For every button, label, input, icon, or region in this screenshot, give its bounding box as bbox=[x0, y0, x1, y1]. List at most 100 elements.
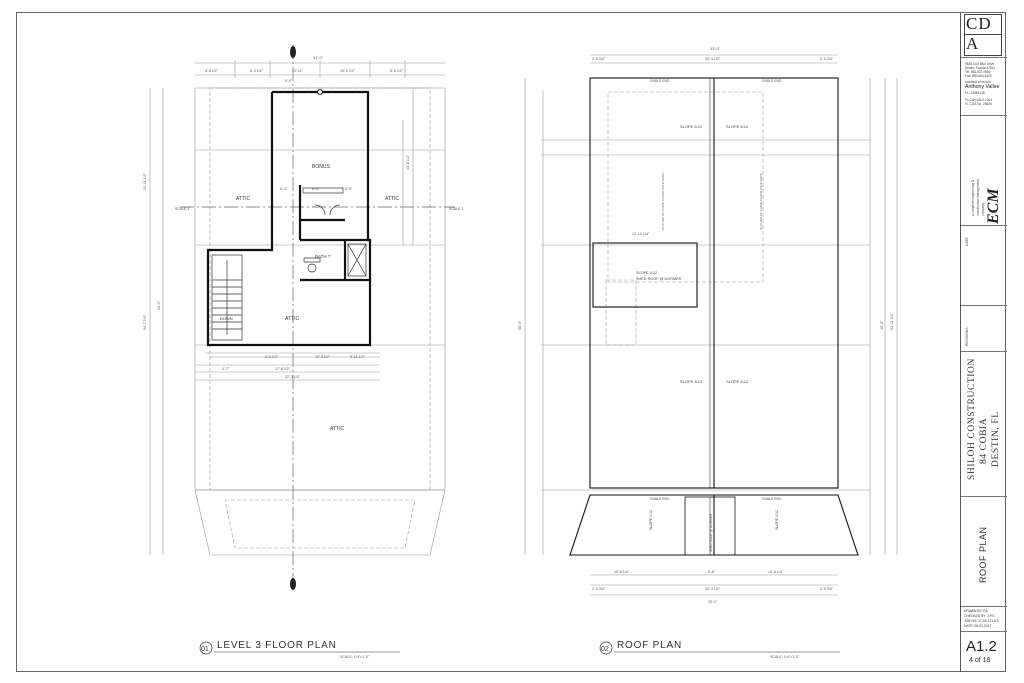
slope-low-right: SLOPE 4:12 bbox=[775, 510, 779, 530]
roof-dim-dormer: 12'-10 1/4" bbox=[632, 232, 650, 236]
view-title-level3: 01 LEVEL 3 FLOOR PLAN SCALE: 1/4"=1'-0" bbox=[199, 640, 400, 659]
dim-3: 10'-11" bbox=[292, 69, 304, 73]
view-number-1: 01 bbox=[201, 646, 209, 653]
firm-logo: CD A bbox=[961, 12, 1007, 58]
gable-end-top-left: GABLE END bbox=[650, 79, 670, 83]
corp-license: FL Corp AB-0.2314 bbox=[965, 98, 993, 102]
project-city: DESTIN, FL bbox=[991, 411, 1001, 467]
dim-13: 4'-7" bbox=[222, 367, 230, 371]
dim-1: 8'-6 1/2" bbox=[205, 69, 219, 73]
attic-label-3: ATTIC bbox=[285, 316, 299, 322]
view-number-circle-1 bbox=[199, 641, 213, 655]
shed-dormer-bottom: SHED ROOF @ DORMER bbox=[709, 513, 713, 552]
slope-low-left: SLOPE 4:12 bbox=[649, 510, 653, 530]
slope-label-4: SLOPE 8:12 bbox=[726, 379, 749, 384]
roof-dim-overall-bottom: 33'-0" bbox=[708, 600, 718, 604]
dim-6: 6'-0" bbox=[285, 79, 293, 83]
roof-dim-h3: 40'-0" bbox=[880, 320, 884, 330]
drawing-meta: DRAWN BY: EA CHECKED BY: J.P.E. JOB NO: … bbox=[961, 607, 1007, 632]
sheet-title: ROOF PLAN bbox=[978, 526, 988, 583]
view-title-roof: 02 ROOF PLAN SCALE: 1/4"=1'-0" bbox=[599, 640, 840, 659]
roof-dim-h1: 58'-0" bbox=[518, 320, 522, 330]
dim-14: 17'-8 1/2" bbox=[275, 367, 291, 371]
coa-license: FL COA No. 28625 bbox=[965, 102, 992, 106]
room-label-bath: BATH 7 bbox=[315, 254, 331, 259]
roof-dim-b2: 5'-6" bbox=[708, 570, 716, 574]
dim-2: 6'-3 1/2" bbox=[250, 69, 264, 73]
ridge-note-2: OUTLINE OF THIRD FLOOR FACE ROOF bbox=[759, 173, 763, 230]
dim-15: 22'-3 1/2" bbox=[285, 375, 301, 379]
firm-info: 9636 Gulf Blvd Drive Destin, Florida 325… bbox=[961, 58, 1007, 116]
engineer-block: a complete engineering & construction ma… bbox=[961, 116, 1007, 226]
attic-label-1: ATTIC bbox=[236, 196, 250, 202]
view-number-2: 02 bbox=[601, 646, 609, 653]
gable-end-bottom-left: GABLE END bbox=[650, 497, 670, 501]
slope-label-1: SLOPE 8:12 bbox=[680, 124, 703, 129]
project-client: SHILOH CONSTRUCTION bbox=[967, 358, 977, 480]
view-scale-2: SCALE: 1/4"=1'-0" bbox=[770, 655, 800, 659]
eng-logo: ECM bbox=[985, 188, 1002, 224]
view-title-2: ROOF PLAN bbox=[617, 640, 682, 651]
attic-label-2: ATTIC bbox=[385, 196, 399, 202]
eng-line-2: construction management bbox=[976, 179, 980, 216]
dim-5: 8'-6 1/2" bbox=[390, 69, 404, 73]
stair-label-down: DOWN bbox=[220, 316, 233, 321]
plan-drawings bbox=[149, 45, 898, 596]
section-label-right: SCALE 1 bbox=[449, 207, 463, 211]
dim-12: 5'-11 1/2" bbox=[350, 355, 366, 359]
date-label: DATE bbox=[965, 237, 969, 246]
ridge-note-1: OUTLINE OF THIRD FLOOR FACE ROOF bbox=[661, 173, 665, 230]
dim-18: 13'-8 1/2" bbox=[406, 154, 410, 170]
roof-dim-b3: 10'-8 1/4" bbox=[768, 570, 784, 574]
slope-dormer-label: SLOPE 4:12 bbox=[636, 271, 657, 275]
logo-text-bottom: A bbox=[966, 34, 979, 53]
roof-dim-b1: 10'-8 1/4" bbox=[614, 570, 630, 574]
project-block: SHILOH CONSTRUCTION 84 COBIA DESTIN, FL bbox=[961, 352, 1007, 497]
dim-10: 8'-5 1/2" bbox=[265, 355, 279, 359]
revisions-column: REVISIONS bbox=[961, 306, 1007, 352]
dim-16: 54'-7 1/4" bbox=[143, 314, 147, 330]
sheet-border bbox=[16, 12, 1006, 672]
dim-17: 21'-11 1/2" bbox=[143, 172, 147, 190]
view-number-circle-2 bbox=[599, 641, 613, 655]
date-column: DATE bbox=[961, 226, 1007, 306]
section-label-left: SCALE 1 bbox=[175, 207, 189, 211]
job-number: JOB NO: 17-04-121 A.E bbox=[964, 619, 1000, 623]
room-label-bonus: BONUS bbox=[312, 164, 330, 170]
shed-dormer-label: SHED ROOF @ DORMER bbox=[636, 277, 682, 281]
architect-name: Anthony Vallee bbox=[965, 84, 1000, 90]
plan-labels: BONUS BATH 7 DOWN ATTIC ATTIC ATTIC ATTI… bbox=[143, 46, 894, 659]
dim-11: 10'-5 1/2" bbox=[315, 355, 331, 359]
view-title-1: LEVEL 3 FLOOR PLAN bbox=[217, 640, 337, 651]
slope-label-3: SLOPE 8:12 bbox=[680, 379, 703, 384]
gable-end-bottom-right: GABLE END bbox=[762, 497, 782, 501]
firm-address-1: 9636 Gulf Blvd Drive bbox=[965, 62, 995, 66]
dim-8: 6'-5" bbox=[345, 187, 353, 191]
dim-7: 6'-3" bbox=[280, 187, 288, 191]
project-address: 84 COBIA bbox=[979, 417, 989, 464]
slope-label-2: SLOPE 8:12 bbox=[726, 124, 749, 129]
attic-label-4: ATTIC bbox=[330, 426, 344, 432]
roof-dim-side-bottom-left: 2'-5 3/4" bbox=[592, 587, 606, 591]
drawing-date: DATE: 06-21-2017 bbox=[964, 624, 992, 628]
firm-tel: Tel: 850.837.0986 bbox=[965, 70, 991, 74]
revisions-label: REVISIONS bbox=[965, 327, 969, 346]
gable-end-top-right: GABLE END bbox=[762, 79, 782, 83]
sheet-number: A1.2 bbox=[966, 638, 997, 655]
roof-dim-h2: 52'-11 3/4" bbox=[890, 312, 894, 330]
sheet-number-block: A1.2 4 of 18 bbox=[961, 632, 1007, 672]
roof-dim-inner-top: 30'-4 1/2" bbox=[705, 57, 721, 61]
dim-4: 10'-5 1/2" bbox=[340, 69, 356, 73]
drawn-by: DRAWN BY: EA bbox=[964, 609, 988, 613]
roof-dim-inner-bottom: 30'-4 1/2" bbox=[705, 587, 721, 591]
checked-by: CHECKED BY: J.P.E. bbox=[964, 614, 996, 618]
roof-dim-side-bottom-right: 2'-5 3/4" bbox=[820, 587, 834, 591]
architect-license: FL: 14568138 bbox=[965, 91, 985, 95]
architect-label: architect of record bbox=[965, 80, 991, 84]
logo-text-top: CD bbox=[966, 14, 992, 33]
roof-dim-side-right: 2'-5 3/4" bbox=[820, 57, 834, 61]
firm-address-2: Destin, Florida 32541 bbox=[965, 66, 996, 70]
dim-9: 8'-0" bbox=[312, 187, 320, 191]
roof-dim-side-left: 2'-5 3/4" bbox=[592, 57, 606, 61]
